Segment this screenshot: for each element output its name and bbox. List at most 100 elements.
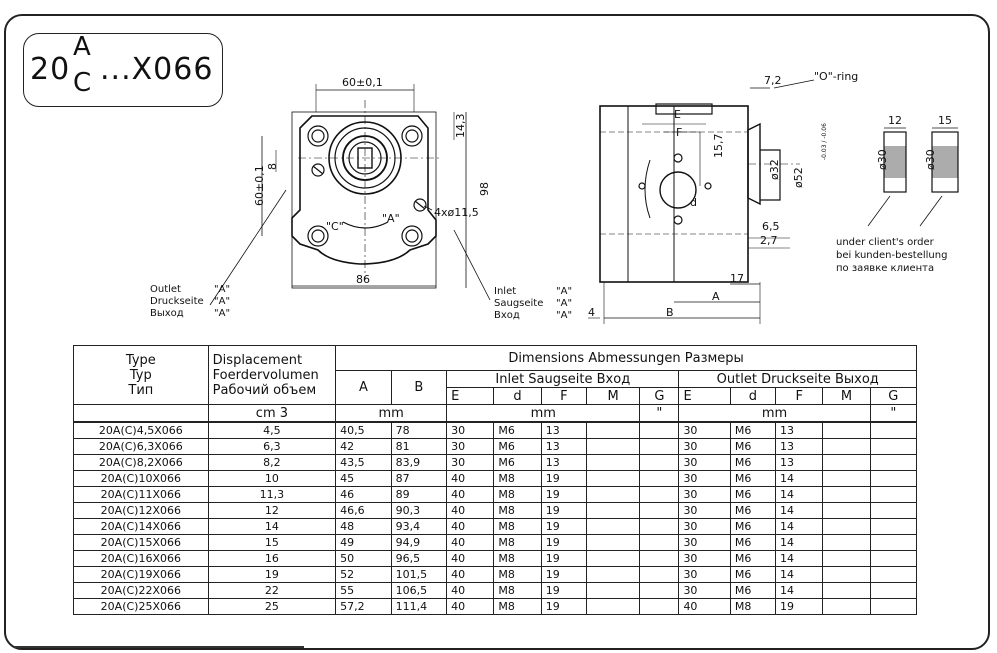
table-cell bbox=[585, 502, 641, 519]
table-cell bbox=[822, 566, 871, 583]
inlet-col-e: E bbox=[446, 387, 495, 405]
table-cell: 14 bbox=[775, 534, 824, 551]
oring-label: "O"-ring bbox=[814, 70, 858, 83]
table-cell bbox=[585, 566, 641, 583]
table-cell: M8 bbox=[493, 470, 542, 487]
dim-60-height: 60±0,1 bbox=[253, 165, 266, 206]
table-cell: 40 bbox=[446, 566, 495, 583]
dim-17: 17 bbox=[730, 272, 744, 285]
inlet-header: Inlet Saugseite Вход bbox=[446, 370, 680, 388]
dim-86: 86 bbox=[356, 273, 370, 286]
table-cell: 20A(C)11X066 bbox=[73, 486, 209, 503]
table-cell: M6 bbox=[729, 454, 777, 471]
dim-15-7: 15,7 bbox=[712, 134, 725, 159]
table-cell: 12 bbox=[207, 502, 337, 519]
table-cell bbox=[822, 582, 871, 599]
table-cell: 30 bbox=[678, 486, 731, 503]
table-cell bbox=[869, 454, 918, 471]
model-base: 20 bbox=[30, 52, 71, 87]
table-cell bbox=[585, 421, 641, 439]
table-cell: 22 bbox=[207, 582, 337, 599]
table-cell: 78 bbox=[390, 421, 448, 439]
table-cell: 20A(C)14X066 bbox=[73, 518, 209, 535]
table-cell: 16 bbox=[207, 550, 337, 567]
table-cell: 40 bbox=[678, 598, 731, 615]
table-cell: 13 bbox=[775, 454, 824, 471]
lbl-e: E bbox=[674, 108, 681, 121]
table-cell bbox=[639, 534, 680, 551]
type-header-ru: Тип bbox=[128, 382, 154, 398]
table-cell: M8 bbox=[493, 566, 542, 583]
table-cell: 19 bbox=[540, 582, 587, 599]
table-cell: 81 bbox=[390, 438, 448, 455]
table-cell: 14 bbox=[775, 502, 824, 519]
col-b-header: B bbox=[390, 370, 448, 405]
outlet-en: Outlet bbox=[150, 284, 181, 295]
gear-note-de: bei kunden-bestellung bbox=[836, 250, 947, 261]
side-view bbox=[588, 79, 815, 324]
table-cell: 20A(C)10X066 bbox=[73, 470, 209, 487]
dim-98: 98 bbox=[478, 182, 491, 196]
table-cell: 87 bbox=[390, 470, 448, 487]
table-cell: 14 bbox=[775, 550, 824, 567]
dim-4: 4 bbox=[588, 306, 595, 319]
table-cell bbox=[869, 598, 918, 615]
table-cell: 20A(C)19X066 bbox=[73, 566, 209, 583]
dimensions-table: Type Typ Тип Displacement Foerdervolumen… bbox=[73, 345, 918, 615]
table-cell bbox=[639, 598, 680, 615]
table-cell: 50 bbox=[335, 550, 392, 567]
table-cell: 30 bbox=[446, 438, 495, 455]
type-header: Type Typ Тип bbox=[73, 345, 209, 405]
table-cell: 30 bbox=[446, 454, 495, 471]
table-cell bbox=[585, 598, 641, 615]
units-inch-inlet: " bbox=[639, 404, 680, 423]
table-cell: M6 bbox=[729, 470, 777, 487]
dim-6-5: 6,5 bbox=[762, 220, 780, 233]
outlet-col-d: d bbox=[729, 387, 777, 405]
table-cell: 48 bbox=[335, 518, 392, 535]
table-cell: 20A(C)22X066 bbox=[73, 582, 209, 599]
table-cell bbox=[639, 502, 680, 519]
outlet-de: Druckseite bbox=[150, 296, 204, 307]
outlet-ru: Выход bbox=[150, 308, 184, 319]
table-cell: 19 bbox=[540, 518, 587, 535]
table-cell: 13 bbox=[540, 454, 587, 471]
table-cell: M8 bbox=[493, 518, 542, 535]
table-cell: 4,5 bbox=[207, 421, 337, 439]
table-cell bbox=[869, 486, 918, 503]
table-cell bbox=[639, 518, 680, 535]
table-cell: 30 bbox=[678, 502, 731, 519]
units-blank bbox=[73, 404, 209, 423]
drawing-frame bbox=[4, 14, 990, 650]
table-cell: 93,4 bbox=[390, 518, 448, 535]
table-cell bbox=[822, 470, 871, 487]
bottom-rule bbox=[14, 646, 304, 648]
table-cell: M6 bbox=[729, 486, 777, 503]
table-cell bbox=[585, 454, 641, 471]
table-cell bbox=[822, 534, 871, 551]
gear-sketches bbox=[867, 127, 959, 227]
table-cell bbox=[639, 486, 680, 503]
disp-header-en: Displacement bbox=[212, 352, 303, 368]
table-cell bbox=[639, 454, 680, 471]
table-cell bbox=[869, 550, 918, 567]
table-cell: 8,2 bbox=[207, 454, 337, 471]
outlet-val-3: "A" bbox=[214, 308, 230, 319]
units-mm-inlet: mm bbox=[446, 404, 641, 423]
units-inch-outlet: " bbox=[869, 404, 918, 423]
units-mm-outlet: mm bbox=[678, 404, 871, 423]
table-cell: 20A(C)15X066 bbox=[73, 534, 209, 551]
table-cell: 20A(C)4,5X066 bbox=[73, 421, 209, 439]
table-cell: M6 bbox=[493, 454, 542, 471]
table-cell: 30 bbox=[678, 518, 731, 535]
gear-dia-2: ø30 bbox=[924, 149, 937, 170]
table-cell bbox=[822, 454, 871, 471]
table-cell bbox=[869, 566, 918, 583]
table-cell: 19 bbox=[207, 566, 337, 583]
table-cell: 19 bbox=[540, 486, 587, 503]
outlet-header: Outlet Druckseite Выход bbox=[678, 370, 917, 388]
